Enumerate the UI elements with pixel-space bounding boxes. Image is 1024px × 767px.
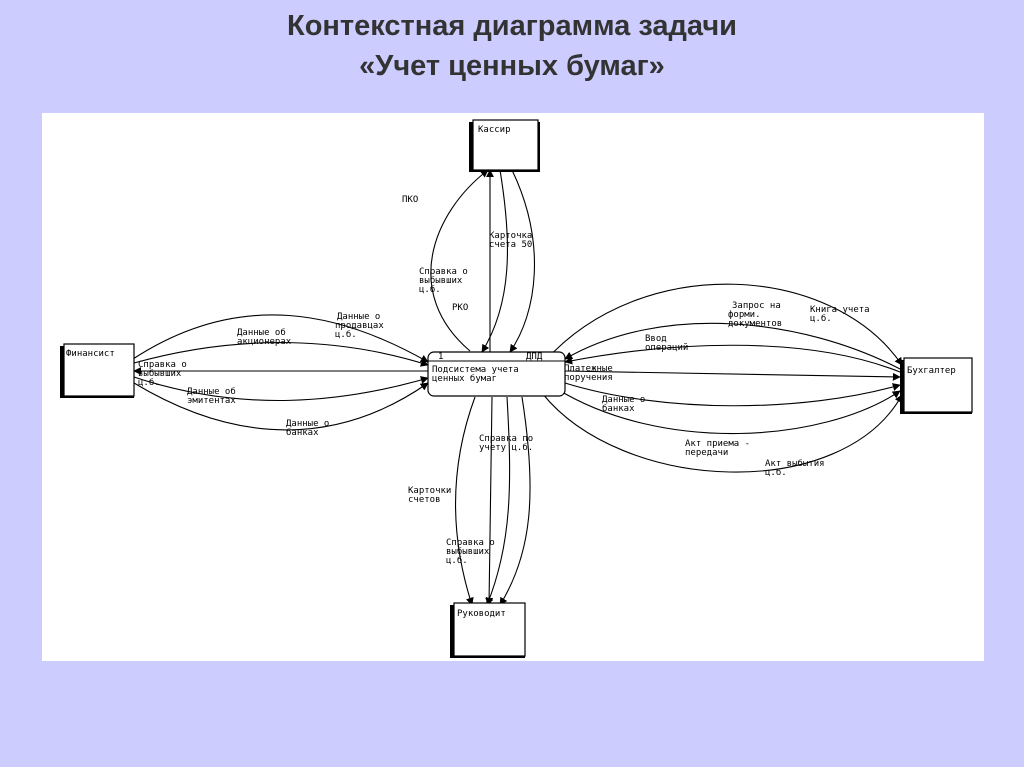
process-tag: ДПД: [526, 352, 543, 362]
label-retired-mgr-2: выбывших: [446, 546, 490, 557]
label-card50-1: Карточка: [489, 231, 532, 241]
flow-shareholders: [133, 342, 429, 367]
context-diagram: Кассир Финансист Бухгалтер Руководит 1 Д…: [60, 119, 973, 658]
label-ops-1: Ввод: [645, 334, 667, 344]
label-card50-2: счета 50: [489, 240, 532, 250]
label-ledger-2: ц.б.: [810, 313, 832, 324]
label-retire-act-2: ц.б.: [765, 467, 787, 478]
flow-pko: [430, 169, 489, 352]
flow-sellers: [132, 314, 429, 363]
label-request-2: форми.: [728, 310, 761, 320]
slide-title-line-2: «Учет ценных бумаг»: [359, 50, 665, 82]
entity-accountant[interactable]: Бухгалтер: [900, 357, 973, 414]
label-payments-1: Платежные: [564, 364, 613, 374]
process-node[interactable]: 1 ДПД Подсистема учета ценных бумаг: [427, 351, 566, 397]
label-retired-cashier-2: выбывших: [419, 275, 463, 286]
flow-manager-extra: [499, 396, 531, 606]
label-retired-fin-1: Справка о: [138, 360, 187, 370]
label-shareholders-2: акционерах: [237, 337, 292, 347]
label-banks-acc-1: Данные о: [602, 395, 645, 405]
flow-payments: [564, 370, 901, 381]
label-banks-fin-2: банках: [286, 427, 319, 438]
label-retire-act-1: Акт выбытия: [765, 458, 825, 469]
label-retired-mgr-1: Справка о: [446, 538, 495, 548]
label-issuers-2: эмитентах: [187, 396, 236, 406]
label-sellers-1: Данные о: [337, 312, 380, 322]
label-sellers-2: продавцах: [335, 321, 384, 331]
flow-retire-act: [541, 392, 903, 473]
entity-cashier-label: Кассир: [478, 125, 511, 135]
label-retired-fin-2: выбывших: [138, 368, 182, 379]
flow-cert: [454, 396, 476, 606]
slide-title: Контекстная диаграмма задачи «Учет ценны…: [0, 6, 1024, 86]
label-ops-2: операций: [645, 343, 688, 353]
label-accounts-1: Карточки: [408, 486, 451, 496]
flow-rko: [509, 169, 535, 353]
diagram-canvas: Кассир Финансист Бухгалтер Руководит 1 Д…: [42, 113, 984, 661]
entity-financier[interactable]: Финансист: [60, 343, 135, 398]
entity-accountant-label: Бухгалтер: [907, 366, 956, 376]
entity-cashier[interactable]: Кассир: [469, 119, 540, 172]
label-accounts-2: счетов: [408, 495, 441, 505]
label-transfer-2: передачи: [685, 448, 728, 458]
label-request-3: документов: [728, 319, 782, 329]
flow-transfer: [556, 388, 901, 435]
label-ledger-1: Книга учета: [810, 305, 870, 315]
label-request-1: Запрос на: [732, 301, 781, 311]
label-banks-acc-2: банках: [602, 403, 635, 414]
label-retired-cashier-1: Справка о: [419, 267, 468, 277]
flow-request: [564, 322, 901, 370]
flow-retired-cashier: [481, 169, 508, 353]
entity-manager-label: Руководит: [457, 609, 506, 619]
label-retired-cashier-3: ц.б.: [419, 284, 441, 295]
process-number: 1: [438, 352, 443, 362]
label-sellers-3: ц.б.: [335, 329, 357, 340]
flow-ops: [564, 344, 901, 373]
flow-accounts: [485, 396, 494, 606]
entity-financier-label: Финансист: [66, 349, 115, 359]
process-name-line-1: Подсистема учета: [432, 365, 519, 375]
slide-title-line-1: Контекстная диаграмма задачи: [287, 10, 737, 42]
label-payments-2: поручения: [564, 373, 613, 383]
flow-banks-fin: [133, 382, 429, 431]
label-transfer-1: Акт приема -: [685, 439, 750, 449]
label-banks-fin-1: Данные о: [286, 419, 329, 429]
label-cert-1: Справка по: [479, 434, 533, 444]
label-retired-mgr-3: ц.б.: [446, 555, 468, 566]
label-shareholders-1: Данные об: [237, 327, 286, 338]
label-pko: ПКО: [402, 195, 418, 205]
flow-issuers: [133, 376, 429, 402]
label-issuers-1: Данные об: [187, 386, 236, 397]
entity-manager[interactable]: Руководит: [450, 602, 526, 658]
flow-retired-mgr: [485, 396, 511, 606]
flow-ledger: [544, 283, 903, 366]
label-rko: РКО: [452, 303, 468, 313]
process-name-line-2: ценных бумаг: [432, 373, 497, 384]
label-cert-2: учету ц.б.: [479, 442, 533, 453]
flow-banks-acc: [564, 382, 901, 407]
label-retired-fin-3: ц.б.: [138, 377, 160, 388]
